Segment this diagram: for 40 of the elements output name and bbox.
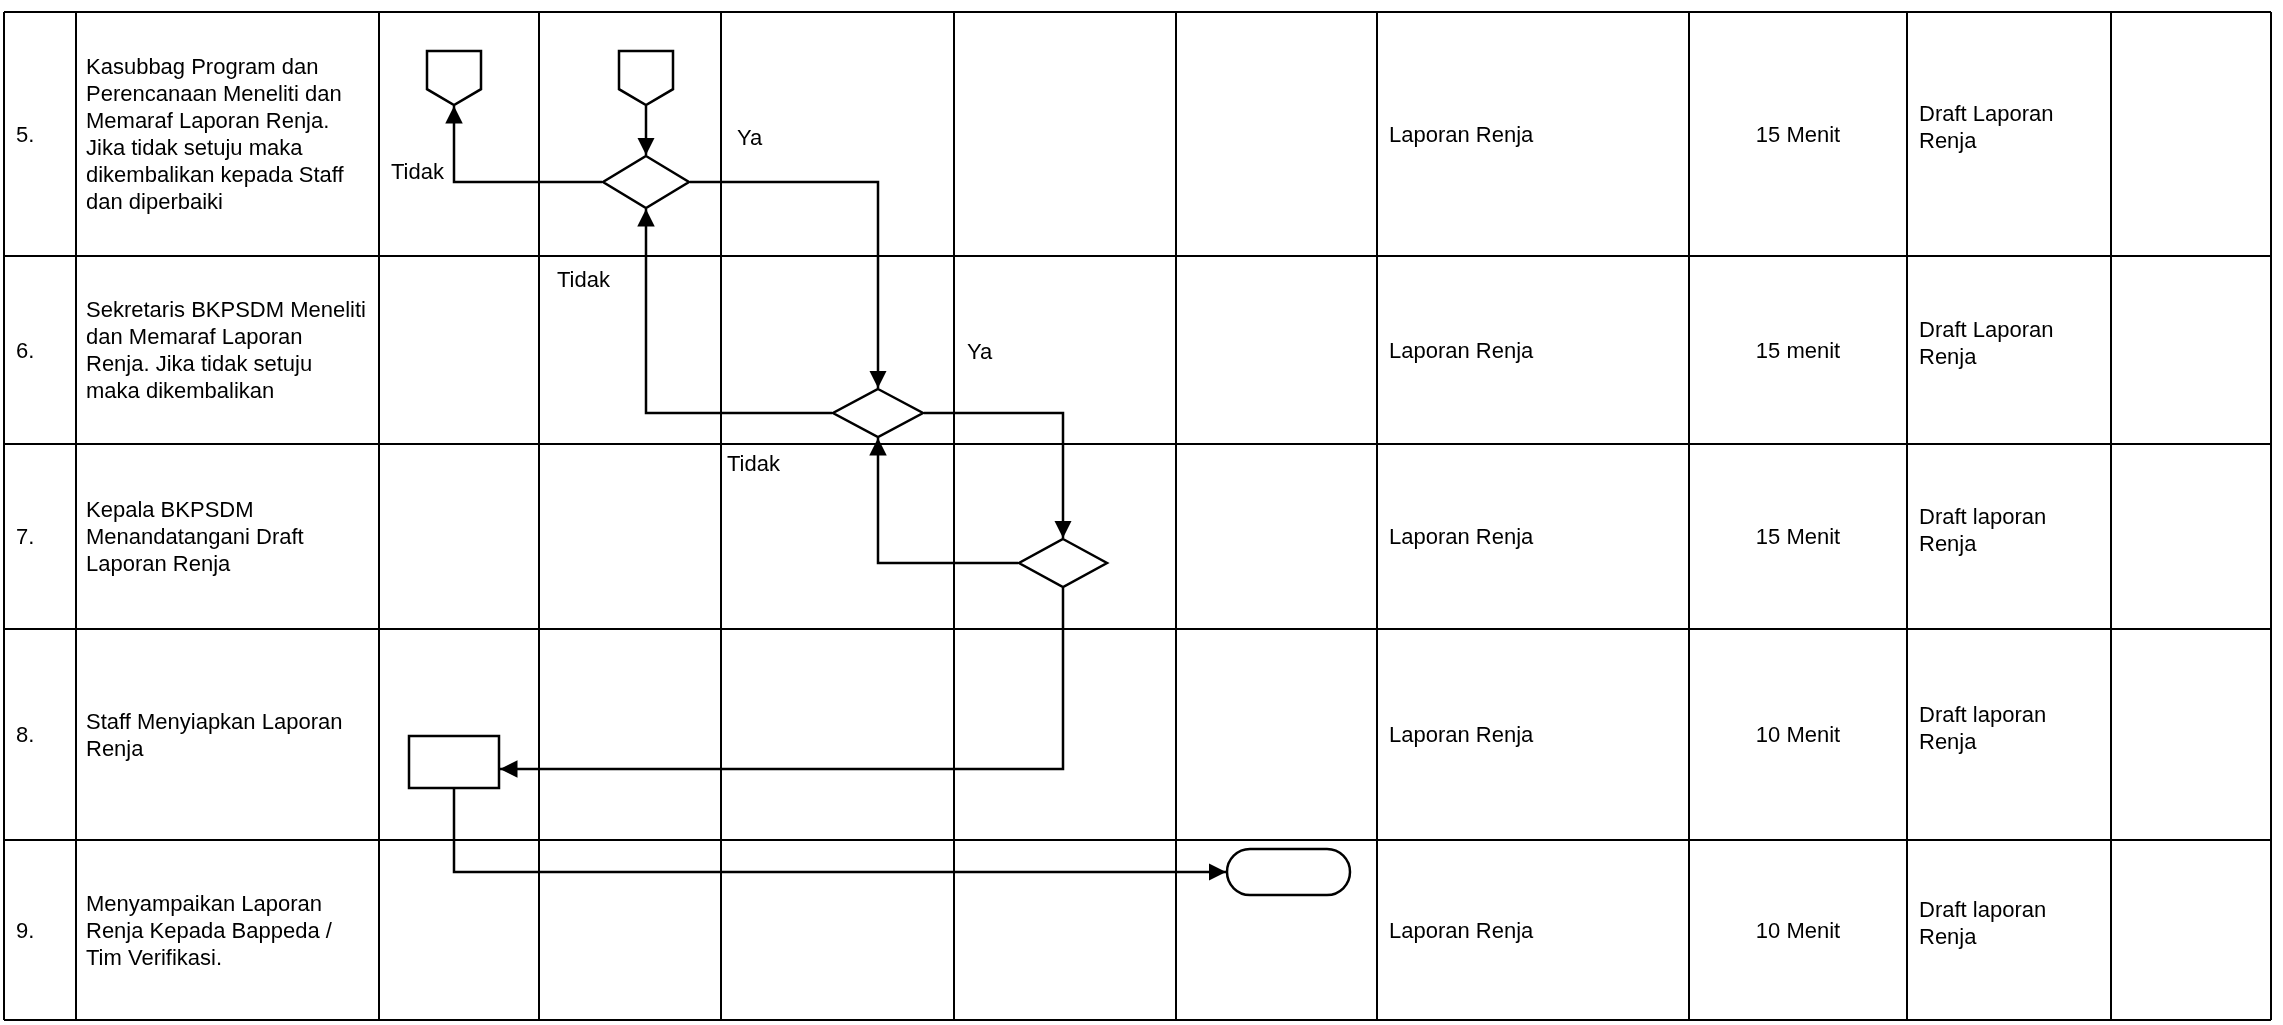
output-text: Draft Laporan Renja (1919, 316, 2055, 370)
arrow (690, 180, 887, 388)
output-text: Draft laporan Renja (1919, 502, 2048, 557)
row-number: 9. (16, 916, 35, 944)
requirement-text: Laporan Renja (1389, 120, 1534, 148)
process-box (408, 735, 500, 789)
output-text: Draft laporan Renja (1919, 896, 2048, 950)
step-description: Menyampaikan Laporan Renja Kepada Bappeda / Tim Verifikasi. (86, 889, 333, 971)
duration-text: 15 Menit (1755, 120, 1841, 148)
duration-text: 15 menit (1755, 336, 1841, 364)
output-text: Draft laporan Renja (1919, 700, 2048, 755)
arrow (500, 588, 1065, 778)
duration-text: 10 Menit (1755, 721, 1841, 748)
decision-diamond (602, 155, 690, 209)
off-page-connector (426, 50, 482, 106)
step-description: Kepala BKPSDM Menandatangani Draft Laporan Renja (86, 496, 305, 577)
off-page-connector (618, 50, 674, 106)
row-number: 5. (16, 120, 35, 148)
row-number: 7. (16, 523, 35, 550)
arrow (452, 789, 1226, 881)
requirement-text: Laporan Renja (1389, 721, 1534, 748)
arrow (445, 106, 602, 184)
arrow (637, 106, 655, 155)
arrow (637, 209, 832, 415)
step-description: Kasubbag Program dan Perencanaan Meneliti dan Memaraf Laporan Renja. Jika tidak setuju maka dikembalikan kepada Staff dan diperbaiki (86, 53, 345, 215)
decision-diamond (1018, 538, 1108, 588)
requirement-text: Laporan Renja (1389, 523, 1534, 550)
step-description: Sekretaris BKPSDM Meneliti dan Memaraf Laporan Renja. Jika tidak setuju maka dikembalikan (86, 296, 367, 404)
output-text: Draft Laporan Renja (1919, 100, 2055, 154)
arrow (924, 411, 1072, 538)
duration-text: 15 Menit (1755, 523, 1841, 550)
row-number: 6. (16, 336, 35, 364)
row-number: 8. (16, 721, 35, 748)
duration-text: 10 Menit (1755, 916, 1841, 944)
requirement-text: Laporan Renja (1389, 336, 1534, 364)
requirement-text: Laporan Renja (1389, 916, 1534, 944)
terminator-shape (1226, 848, 1351, 896)
decision-diamond (832, 388, 924, 438)
step-description: Staff Menyiapkan Laporan Renja (86, 707, 344, 762)
arrow (869, 438, 1018, 565)
